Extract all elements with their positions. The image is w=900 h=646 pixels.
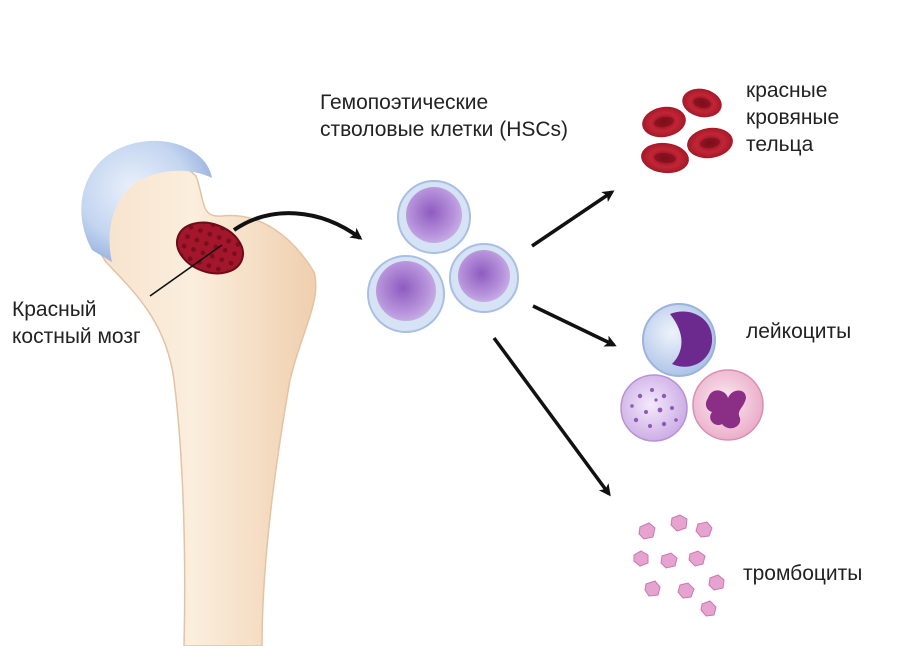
platelet-icon [644, 580, 661, 597]
red-blood-cells [641, 88, 733, 174]
platelet-icon [677, 582, 695, 599]
red-blood-cell-icon [641, 142, 689, 174]
stem-cell-icon [449, 243, 519, 313]
platelet-icon [633, 550, 649, 567]
white-blood-cell-icon [620, 374, 688, 442]
platelets [633, 514, 725, 617]
label-red-blood-cells: красные кровяные тельца [746, 79, 840, 156]
red-blood-cell-icon [682, 88, 722, 118]
stem-cell-icon [367, 255, 445, 333]
white-blood-cell-icon [692, 369, 764, 441]
arrow-to-red-cells [531, 190, 615, 248]
white-blood-cells [620, 303, 764, 442]
platelet-icon [700, 600, 717, 617]
red-blood-cell-icon [642, 106, 686, 138]
red-bone-marrow [176, 221, 244, 275]
red-blood-cell-icon [687, 127, 733, 159]
platelet-icon [638, 522, 656, 540]
white-blood-cell-icon [642, 303, 716, 377]
marrow-pointer-line [149, 244, 223, 297]
platelet-icon [660, 552, 678, 569]
label-platelets: тромбоциты [743, 562, 863, 585]
arrow-to-stem-cells [232, 211, 363, 240]
femur-bone-icon [81, 140, 317, 646]
platelet-icon [695, 521, 713, 538]
arrow-to-platelets [492, 336, 611, 497]
label-stem-cells: Гемопоэтические стволовые клетки (HSCs) [320, 91, 569, 141]
bone-shaft [91, 160, 317, 646]
platelet-icon [708, 574, 725, 591]
platelet-icon [688, 550, 706, 567]
stem-cells-cluster [367, 180, 519, 333]
platelet-icon [670, 514, 688, 532]
bone-head-cartilage [81, 140, 212, 262]
arrow-to-white-cells [532, 304, 617, 347]
stem-cell-icon [397, 180, 471, 254]
label-white-blood-cells: лейкоциты [746, 320, 852, 343]
label-red-bone-marrow: Красный костный мозг [12, 298, 141, 348]
